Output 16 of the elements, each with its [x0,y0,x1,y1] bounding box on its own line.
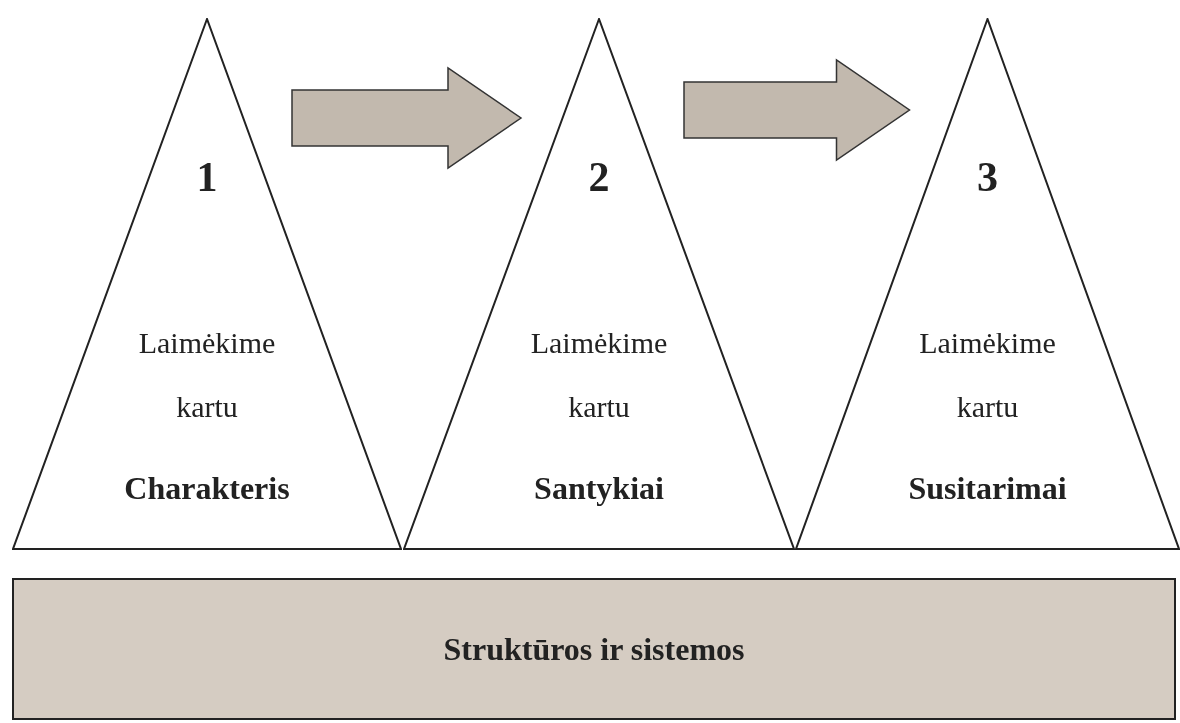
step-number: 1 [196,153,218,201]
node-heading: Charakteris [124,470,290,507]
triangle-shape [12,18,402,550]
node-heading: Santykiai [534,470,664,507]
node-text: Laimėkime kartu [137,325,277,425]
triangle-shape [795,18,1180,550]
node-heading: Susitarimai [908,470,1067,507]
block-arrow [291,66,523,170]
step-number: 2 [588,153,610,201]
bar-label: Struktūros ir sistemos [443,630,745,668]
node-text: Laimėkime kartu [529,325,669,425]
node-text: Laimėkime kartu [918,325,1057,425]
base-bar [12,578,1176,720]
block-arrow [683,58,911,162]
triangle-shape [403,18,795,550]
step-number: 3 [977,153,998,201]
